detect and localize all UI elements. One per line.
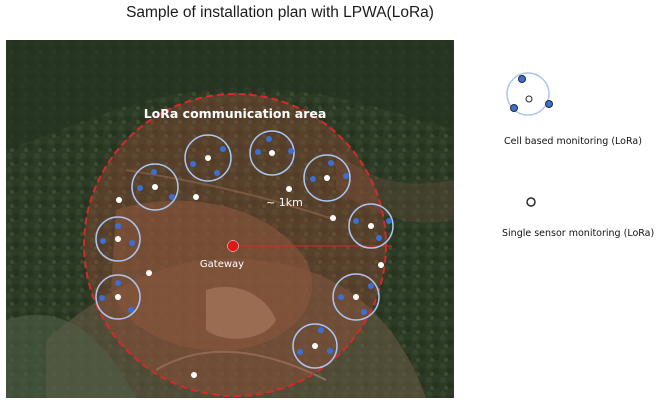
single-sensor: [286, 186, 292, 192]
dark-ridge: [6, 40, 454, 150]
cell-group: [249, 130, 295, 176]
mountain-road: [125, 169, 337, 221]
cell-node: [99, 295, 105, 301]
cell-node: [214, 170, 220, 176]
cell-group: [131, 163, 179, 211]
cell-node: [151, 169, 157, 175]
cell-center-sensor: [353, 294, 359, 300]
single-sensor: [330, 215, 336, 221]
area-label: LoRa communication area: [144, 106, 327, 121]
cell-node: [353, 218, 359, 224]
cell-node: [310, 176, 316, 182]
cell-node: [318, 327, 324, 333]
gateway-label: Gateway: [200, 259, 244, 270]
cell-legend-icon: [506, 72, 553, 116]
cell-group: [292, 323, 338, 369]
cell-node: [386, 218, 392, 224]
cell-node: [137, 185, 143, 191]
cell-legend-label: Cell based monitoring (LoRa): [504, 136, 642, 147]
cell-group: [332, 273, 380, 321]
cell-node: [368, 283, 374, 289]
cell-node: [115, 223, 121, 229]
cell-center-sensor: [312, 343, 318, 349]
cell-center-sensor: [324, 175, 330, 181]
cell-ring: [348, 203, 394, 249]
map-canvas: LoRa communication area ~ 1km Gateway: [6, 40, 454, 398]
single-sensor: [378, 262, 384, 268]
cell-node: [169, 194, 175, 200]
cell-group: [348, 203, 394, 249]
cell-center-sensor: [269, 150, 275, 156]
cell-ring: [184, 134, 232, 182]
cell-node: [288, 148, 294, 154]
cell-node: [297, 349, 303, 355]
cell-ring: [95, 216, 141, 262]
cell-node: [343, 173, 349, 179]
cell-center-sensor: [368, 223, 374, 229]
cell-node: [190, 161, 196, 167]
cell-node: [129, 240, 135, 246]
single-sensor: [193, 194, 199, 200]
cell-node: [128, 307, 134, 313]
cell-ring: [292, 323, 338, 369]
cell-node: [327, 348, 333, 354]
single-sensor: [191, 372, 197, 378]
cell-group: [95, 274, 141, 320]
cell-center-sensor: [205, 155, 211, 161]
page-title: Sample of installation plan with LPWA(Lo…: [126, 4, 434, 21]
cell-node: [115, 280, 121, 286]
cell-ring: [131, 163, 179, 211]
cell-ring: [332, 273, 380, 321]
cell-group: [184, 134, 232, 182]
single-legend-icon: [526, 197, 536, 207]
cell-center-sensor: [152, 184, 158, 190]
cell-center-sensor: [115, 236, 121, 242]
cell-node: [220, 146, 226, 152]
cell-node: [100, 238, 106, 244]
cell-group: [303, 154, 351, 202]
cell-ring: [303, 154, 351, 202]
cell-node: [255, 149, 261, 155]
valley-road: [155, 350, 327, 381]
cell-node: [266, 136, 272, 142]
gateway-marker: [227, 240, 239, 252]
cell-center-sensor: [115, 294, 121, 300]
single-sensor: [116, 197, 122, 203]
cell-node: [361, 309, 367, 315]
cell-node: [376, 235, 382, 241]
cell-group: [95, 216, 141, 262]
cell-node: [328, 160, 334, 166]
cell-ring: [249, 130, 295, 176]
cell-node: [338, 294, 344, 300]
single-sensor: [146, 270, 152, 276]
distance-label: ~ 1km: [266, 196, 303, 209]
lower-slope: [6, 314, 136, 398]
village-area: [206, 286, 276, 339]
satellite-map: LoRa communication area ~ 1km Gateway: [6, 40, 454, 398]
cell-ring: [95, 274, 141, 320]
single-legend-label: Single sensor monitoring (LoRa): [502, 228, 655, 239]
